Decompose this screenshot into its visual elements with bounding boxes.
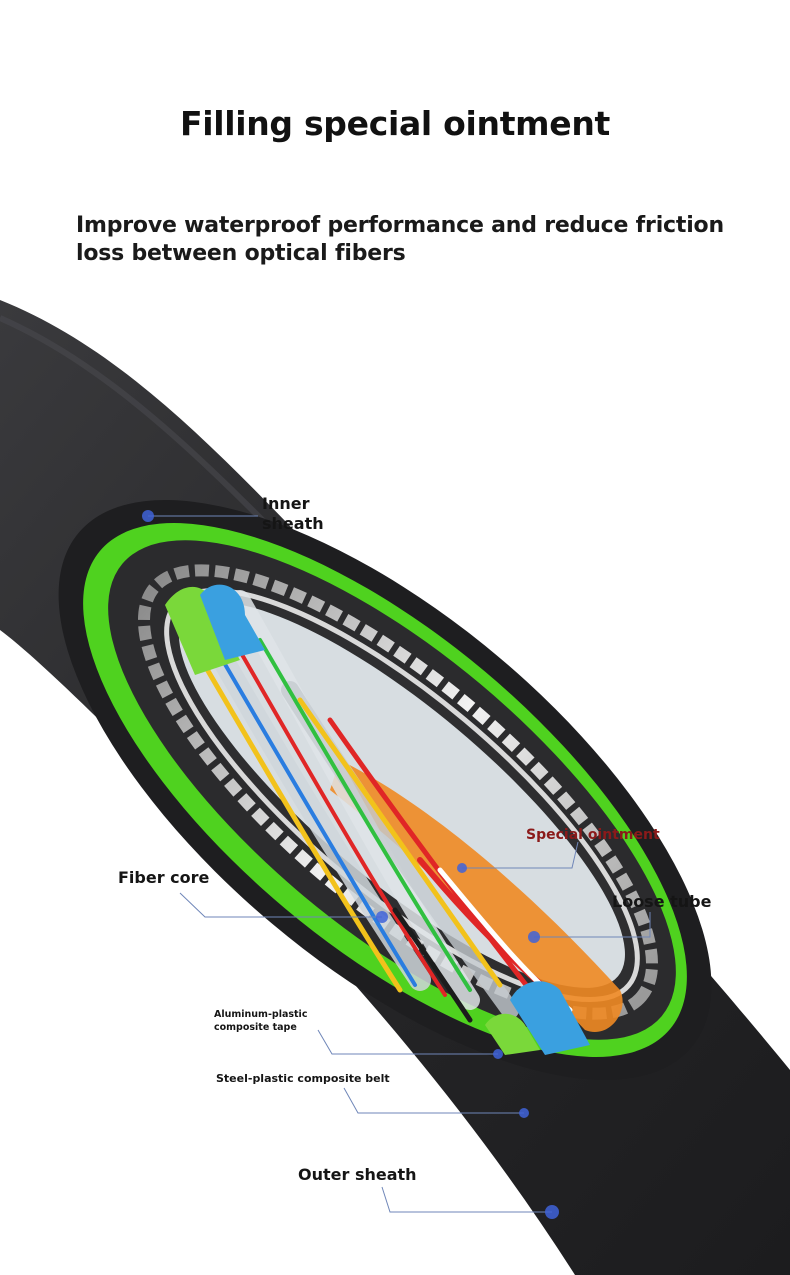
loose-tube-green-bottom <box>485 1013 540 1055</box>
label-loose-tube: Loose tube <box>612 892 712 911</box>
ointment-gel <box>330 760 623 1032</box>
label-pointers <box>148 515 651 1213</box>
label-special-ointment: Special ointment <box>526 827 660 843</box>
loose-tube-blue-bottom <box>510 981 590 1055</box>
steel-belt-ring <box>137 564 659 1020</box>
page-subtitle: Improve waterproof performance and reduc… <box>76 213 724 266</box>
label-outer-sheath: Outer sheath <box>298 1165 417 1184</box>
loose-tube-green <box>165 586 240 675</box>
label-pointer-dots <box>142 510 559 1219</box>
label-fiber-core: Fiber core <box>118 868 210 887</box>
label-steel-belt: Steel-plastic composite belt <box>216 1072 390 1085</box>
page-title: Filling special ointment <box>179 104 611 143</box>
label-inner-sheath: Inner sheath <box>262 494 324 533</box>
label-aluminum-tape: Aluminum-plastic composite tape <box>214 1009 308 1033</box>
loose-tube-blue <box>200 584 265 660</box>
